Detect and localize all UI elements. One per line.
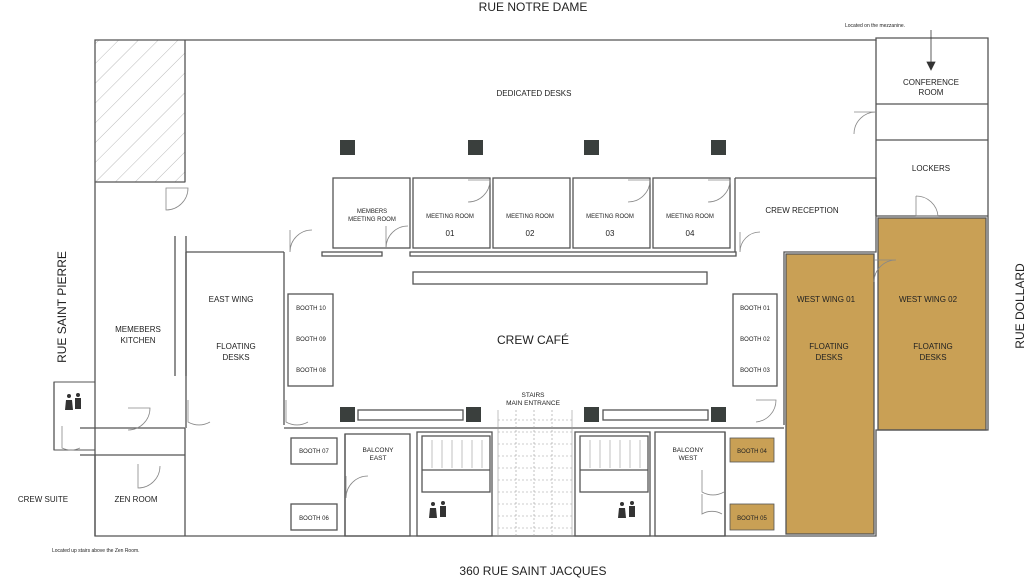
meeting-room-02-label: MEETING ROOM <box>506 214 554 220</box>
east-wing-floating-2: DESKS <box>222 353 249 362</box>
booth-04-area[interactable] <box>729 437 775 463</box>
stairs <box>431 410 641 536</box>
booth-01-label: BOOTH 01 <box>740 306 770 312</box>
street-west: RUE SAINT PIERRE <box>55 251 69 363</box>
booth-10-label: BOOTH 10 <box>296 306 326 312</box>
conference-room-label-2: ROOM <box>919 88 944 97</box>
east-wing-floating-1: FLOATING <box>216 342 255 351</box>
west-wing-01-floating-2: DESKS <box>815 353 842 362</box>
west-wing-02-label: WEST WING 02 <box>899 295 958 304</box>
zen-room-label: ZEN ROOM <box>114 495 157 504</box>
west-wing-02-floating-1: FLOATING <box>913 342 952 351</box>
booth-03-label: BOOTH 03 <box>740 368 770 374</box>
members-meeting-label-2: MEETING ROOM <box>348 217 396 223</box>
booth-06-label: BOOTH 06 <box>299 516 329 522</box>
lockers-label: LOCKERS <box>912 164 950 173</box>
street-south: 360 RUE SAINT JACQUES <box>459 564 606 578</box>
doors <box>61 111 939 515</box>
booth-09-label: BOOTH 09 <box>296 337 326 343</box>
stairs-label-1: STAIRS <box>522 392 546 399</box>
booth-07-label: BOOTH 07 <box>299 449 329 455</box>
west-wing-02-area[interactable] <box>878 218 986 430</box>
pillars <box>340 140 726 422</box>
stairs-label-2: MAIN ENTRANCE <box>506 400 560 407</box>
conference-room-label-1: CONFERENCE <box>903 78 959 87</box>
balcony-east-label-2: EAST <box>370 455 387 462</box>
street-north: RUE NOTRE DAME <box>479 0 588 14</box>
zen-note: Located up stairs above the Zen Room. <box>52 548 140 554</box>
crew-cafe-label: CREW CAFÉ <box>497 332 569 347</box>
balcony-east-label-1: BALCONY <box>362 447 394 454</box>
west-wing-01-area[interactable] <box>786 254 874 534</box>
hatched-shaft <box>94 39 186 183</box>
west-wing-01-floating-1: FLOATING <box>809 342 848 351</box>
east-wing-label: EAST WING <box>209 295 254 304</box>
mezzanine-note: Located on the mezzanine. <box>845 23 905 29</box>
meeting-room-01-number: 01 <box>446 229 455 238</box>
west-wing-01-label: WEST WING 01 <box>797 295 856 304</box>
balcony-west-label-2: WEST <box>679 455 698 462</box>
members-kitchen-label-1: MEMEBERS <box>115 325 161 334</box>
mezzanine-arrow <box>926 30 936 71</box>
booth-04-label: BOOTH 04 <box>737 449 767 455</box>
meeting-room-03-number: 03 <box>606 229 615 238</box>
meeting-room-01-label: MEETING ROOM <box>426 214 474 220</box>
booth-02-label: BOOTH 02 <box>740 337 770 343</box>
crew-suite-label: CREW SUITE <box>18 495 68 504</box>
crew-reception-label: CREW RECEPTION <box>765 206 839 215</box>
booth-05-label: BOOTH 05 <box>737 516 767 522</box>
booth-08-label: BOOTH 08 <box>296 368 326 374</box>
balcony-west-label-1: BALCONY <box>672 447 704 454</box>
members-meeting-label-1: MEMBERS <box>357 209 387 215</box>
street-east: RUE DOLLARD <box>1013 263 1027 349</box>
meeting-room-04-number: 04 <box>686 229 695 238</box>
restroom-icon <box>65 393 635 518</box>
meeting-room-04-label: MEETING ROOM <box>666 214 714 220</box>
meeting-room-02-number: 02 <box>526 229 535 238</box>
meeting-room-03-label: MEETING ROOM <box>586 214 634 220</box>
west-wing-02-floating-2: DESKS <box>919 353 946 362</box>
booth-05-area[interactable] <box>729 503 775 531</box>
dedicated-desks-label: DEDICATED DESKS <box>497 89 572 98</box>
members-kitchen-label-2: KITCHEN <box>120 336 155 345</box>
walls <box>53 37 989 537</box>
